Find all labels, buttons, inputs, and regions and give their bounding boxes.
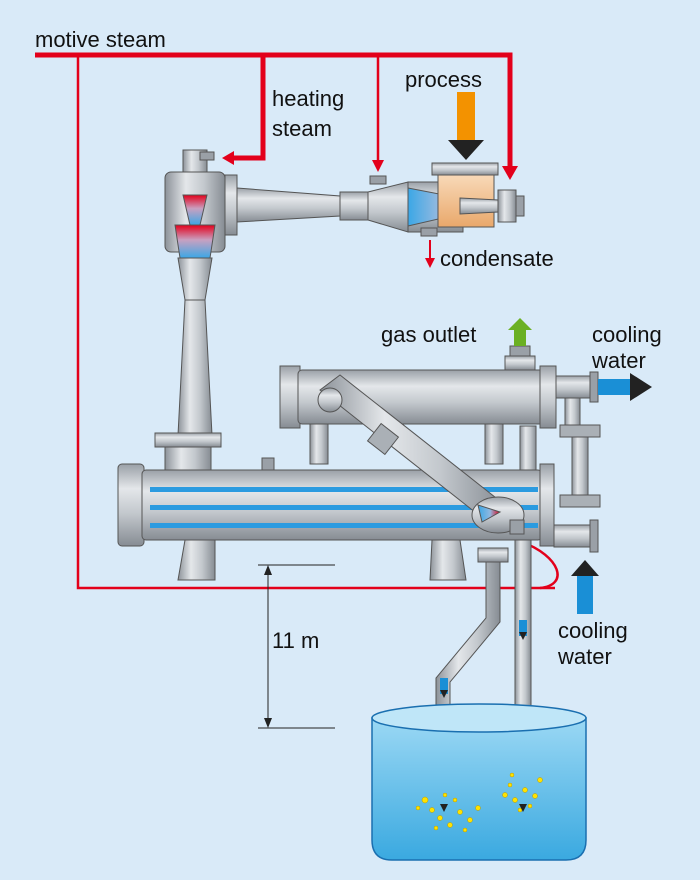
steam-arrowheads bbox=[222, 151, 518, 268]
gas-outlet-arrow bbox=[508, 318, 532, 346]
first-stage-ejector bbox=[154, 149, 525, 474]
gas-outlet-label: gas outlet bbox=[381, 322, 476, 347]
flow-arrows-down bbox=[440, 632, 527, 812]
cooling-water-out-label-line1: cooling bbox=[592, 322, 662, 347]
motive-steam-label: motive steam bbox=[35, 27, 166, 52]
cooling-water-out-label-line2: water bbox=[591, 348, 646, 373]
inclined-ejector bbox=[317, 374, 525, 535]
lower-condenser bbox=[117, 457, 599, 581]
cooling-water-in-label-line1: cooling bbox=[558, 618, 628, 643]
cooling-water-in-arrow bbox=[571, 560, 599, 614]
cooling-water-in-label-line2: water bbox=[557, 644, 612, 669]
heating-steam-label-line2: steam bbox=[272, 116, 332, 141]
process-label: process bbox=[405, 67, 482, 92]
height-dimension bbox=[258, 564, 335, 729]
height-label: 11 m bbox=[272, 628, 319, 653]
gas-bubbles bbox=[415, 772, 543, 833]
motive-steam-line bbox=[35, 52, 559, 590]
process-arrow bbox=[448, 92, 484, 160]
condensate-label: condensate bbox=[440, 246, 554, 271]
heating-steam-label-line1: heating bbox=[272, 86, 344, 111]
cooling-water-out-arrow bbox=[598, 373, 652, 401]
hotwell-tank bbox=[371, 703, 587, 861]
